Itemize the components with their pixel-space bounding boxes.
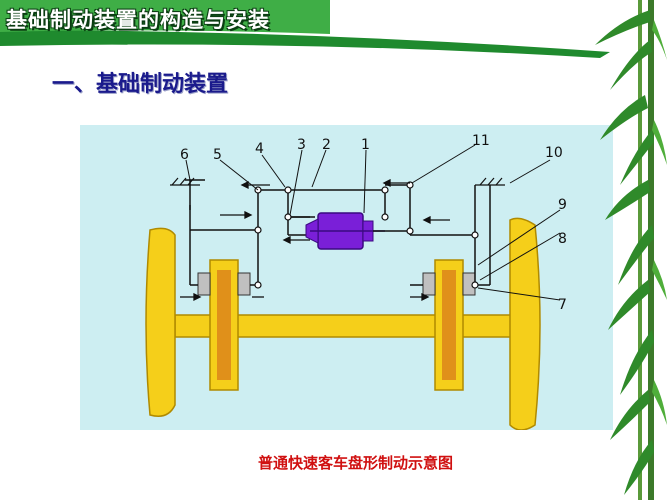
- bamboo-leaves: [595, 0, 667, 500]
- label-7: 7: [558, 297, 567, 313]
- diagram-panel: 6 5 4 3 2 1 11 10 9 8 7: [80, 125, 613, 431]
- label-2: 2: [322, 137, 331, 153]
- label-6: 6: [180, 147, 189, 163]
- label-11: 11: [472, 133, 490, 149]
- section-heading: 一、基础制动装置: [52, 72, 229, 97]
- right-pad-inner: [422, 272, 436, 296]
- right-wheel: [509, 217, 541, 431]
- brake-cylinder: [305, 212, 385, 250]
- slide-title: 基础制动装置的构造与安装: [6, 8, 270, 32]
- left-disc-inner: [217, 270, 231, 380]
- label-8: 8: [558, 231, 567, 247]
- left-pad-outer: [197, 272, 211, 296]
- label-9: 9: [558, 197, 567, 213]
- label-5: 5: [213, 147, 222, 163]
- left-linkage: [185, 179, 310, 286]
- right-ground: [475, 177, 505, 186]
- diagram-caption: 普通快速客车盘形制动示意图: [258, 454, 454, 472]
- label-4: 4: [255, 141, 264, 157]
- center-linkage: [288, 189, 410, 232]
- title-bar: 基础制动装置的构造与安装: [0, 0, 667, 60]
- force-arrows: [180, 178, 450, 302]
- label-1: 1: [361, 137, 370, 153]
- left-ground: [170, 177, 200, 186]
- leader-lines: [185, 144, 561, 301]
- brake-diagram: 6 5 4 3 2 1 11 10 9 8 7: [145, 133, 567, 431]
- bamboo-decoration: [590, 0, 667, 500]
- right-disc-inner: [442, 270, 456, 380]
- label-3: 3: [297, 137, 306, 153]
- title-swoosh: [0, 0, 610, 58]
- label-10: 10: [545, 145, 563, 161]
- left-pad-inner: [237, 272, 251, 296]
- left-wheel: [145, 227, 176, 417]
